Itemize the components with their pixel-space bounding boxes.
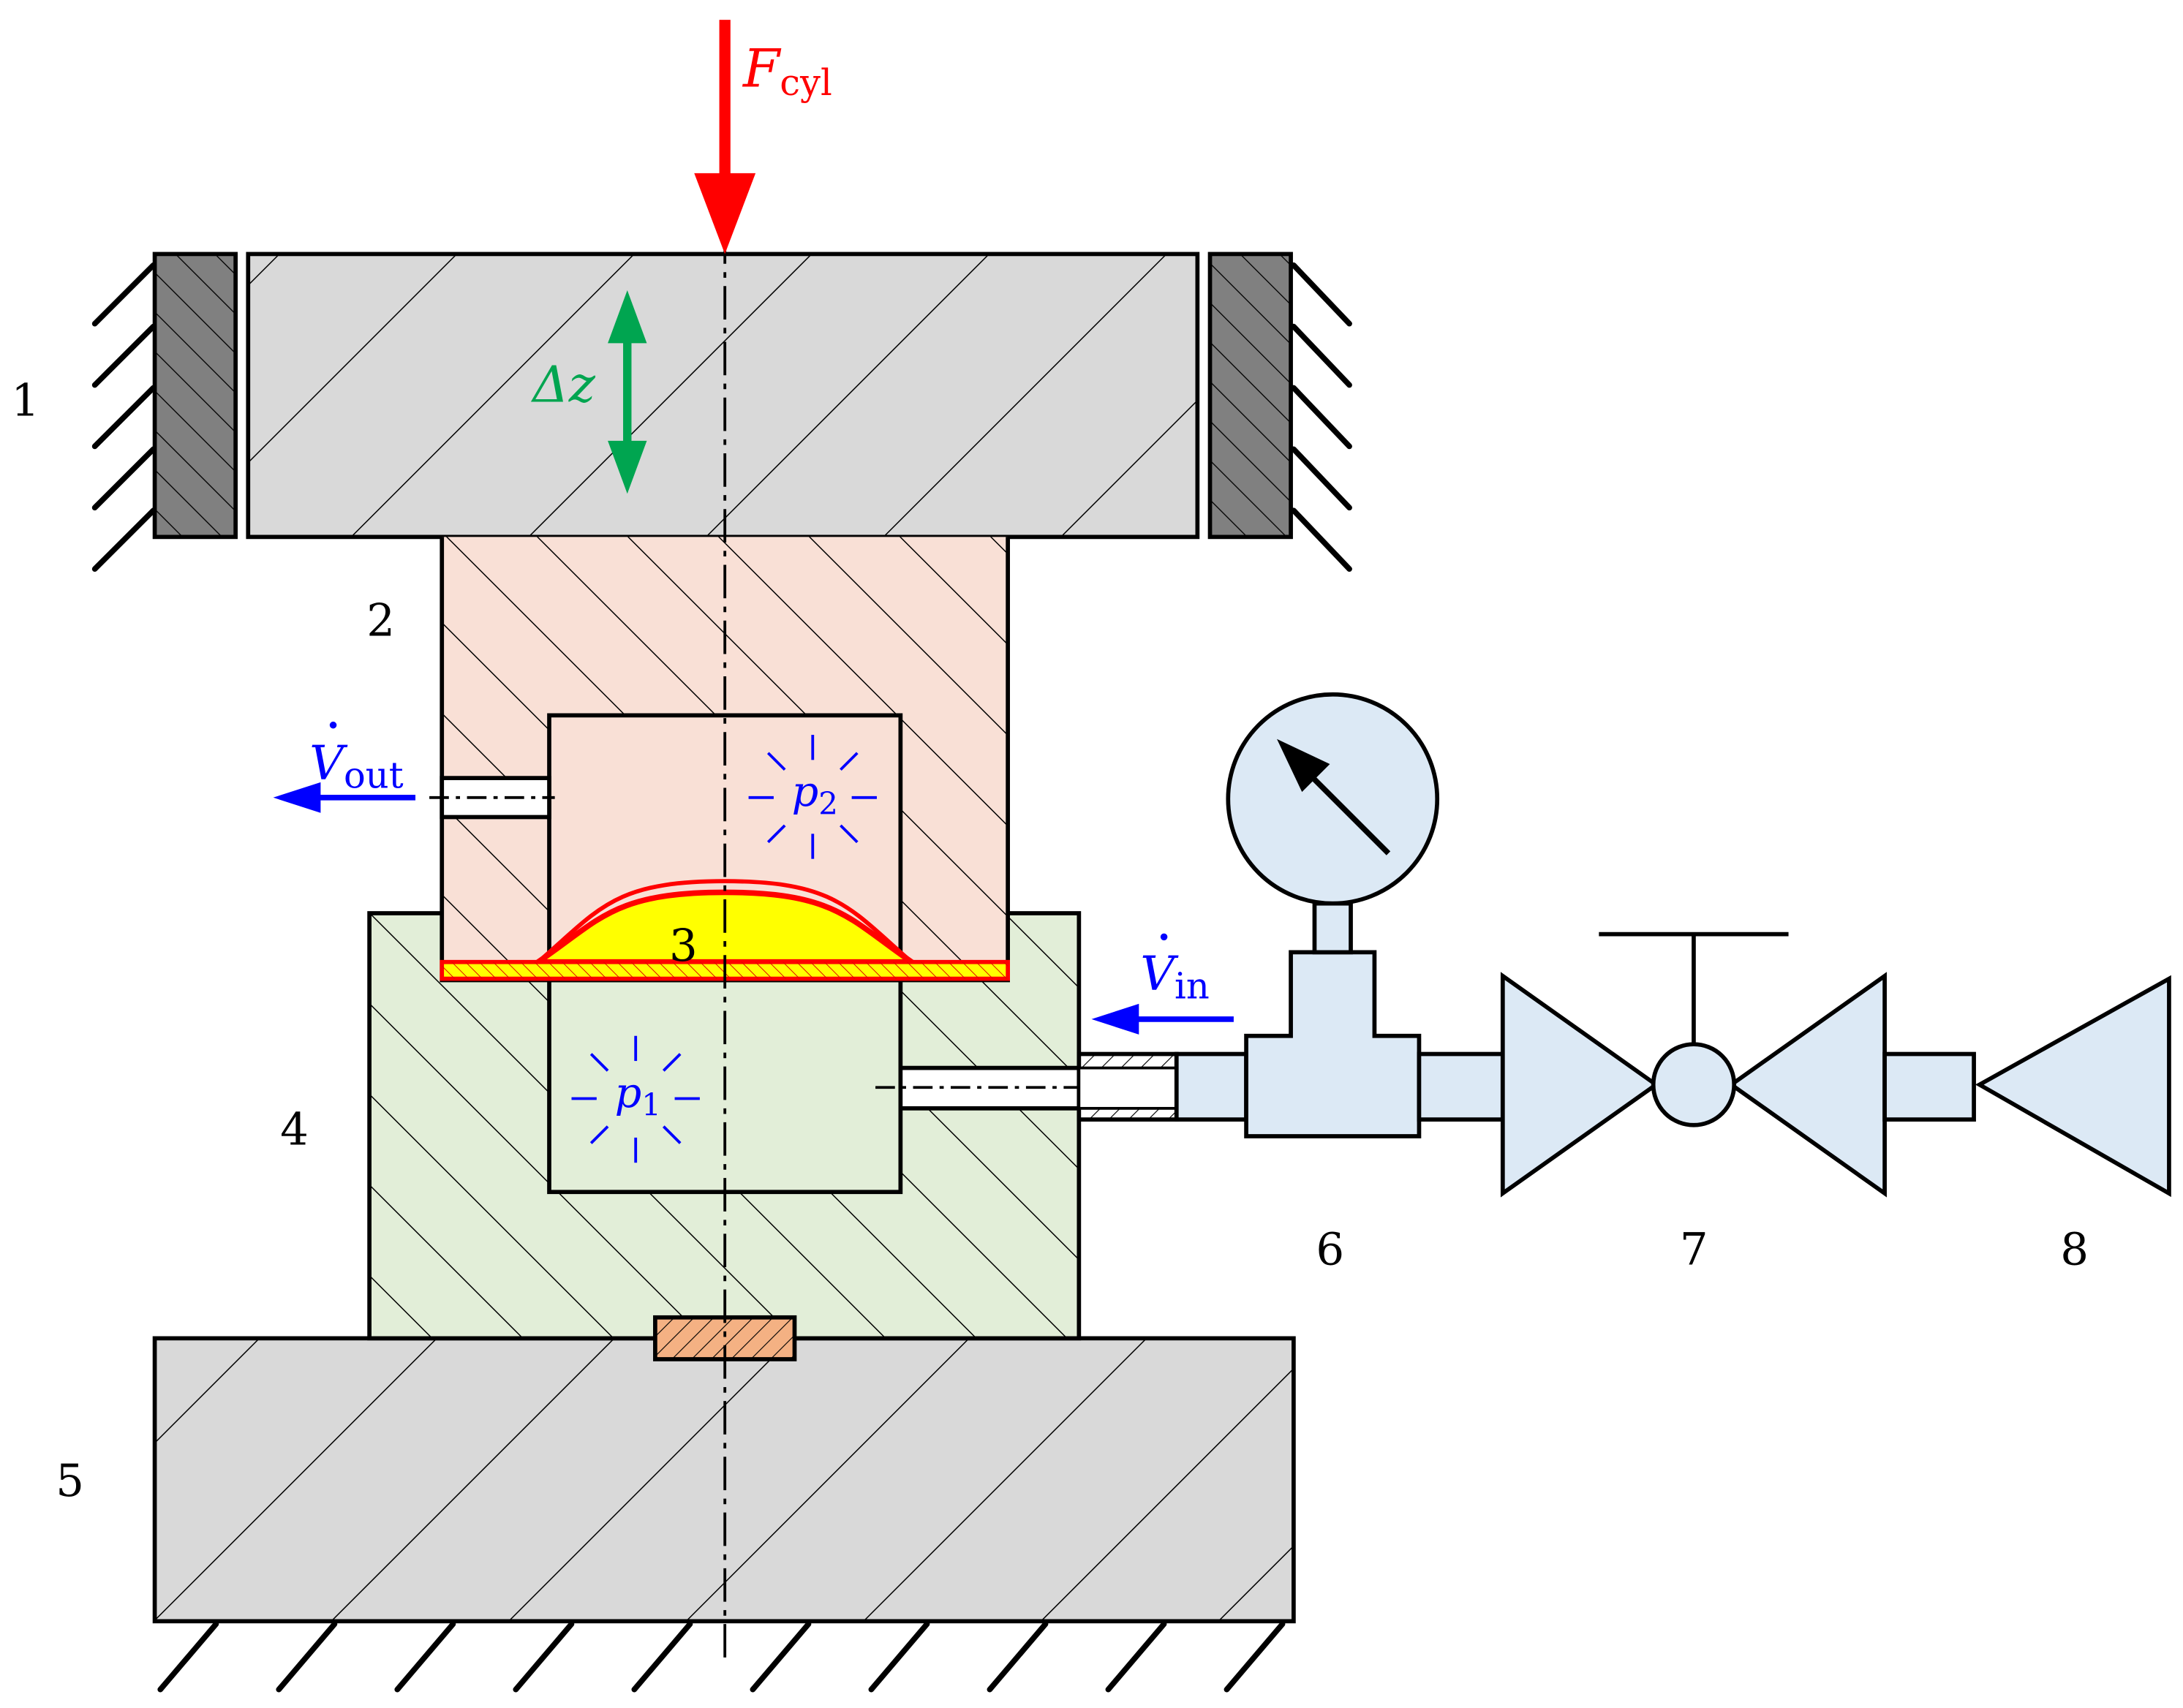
pressure-source	[1975, 975, 2171, 1198]
label-4: 4	[280, 1103, 309, 1155]
pressure-mark-lower	[571, 1035, 700, 1163]
outflow-arrow	[273, 782, 416, 813]
pressure-gauge-assembly	[1226, 692, 1440, 1138]
tee-fitting	[1244, 950, 1422, 1138]
pressure-lower-label: p1	[615, 1069, 661, 1122]
label-2: 2	[366, 595, 395, 647]
pressure-upper-label: p2	[792, 768, 838, 821]
svg-text:Vout: Vout	[309, 736, 404, 796]
upper-frame-assembly	[91, 252, 1352, 573]
pipe-segment-1	[1174, 1051, 1248, 1122]
pipe-segment-3	[1882, 1051, 1976, 1122]
displacement-arrow	[608, 290, 647, 494]
label-3: 3	[669, 920, 698, 972]
valve	[1500, 932, 1887, 1198]
label-8: 8	[2060, 1223, 2089, 1275]
label-1: 1	[11, 375, 39, 427]
label-6: 6	[1316, 1223, 1344, 1275]
ground-hatch	[157, 1621, 1286, 1693]
piping-system	[1077, 692, 2171, 1198]
pressure-mark-upper	[748, 735, 877, 859]
inflow-arrow	[1091, 1003, 1234, 1035]
pipe-segment-2	[1417, 1051, 1505, 1122]
right-fixed-support-hatch	[1291, 262, 1352, 573]
label-7: 7	[1680, 1223, 1708, 1275]
inflow-label: Vin	[1140, 933, 1210, 1007]
displacement-label: Δz	[530, 355, 596, 414]
outflow-label: Vout	[309, 721, 404, 796]
label-5: 5	[56, 1455, 84, 1507]
force-arrow	[694, 20, 756, 254]
force-label: Fcyl	[742, 39, 832, 104]
valve-body	[1651, 1042, 1737, 1127]
gauge-needle-icon	[1277, 738, 1330, 793]
left-fixed-support-hatch	[91, 262, 157, 573]
svg-text:Vin: Vin	[1140, 947, 1210, 1007]
